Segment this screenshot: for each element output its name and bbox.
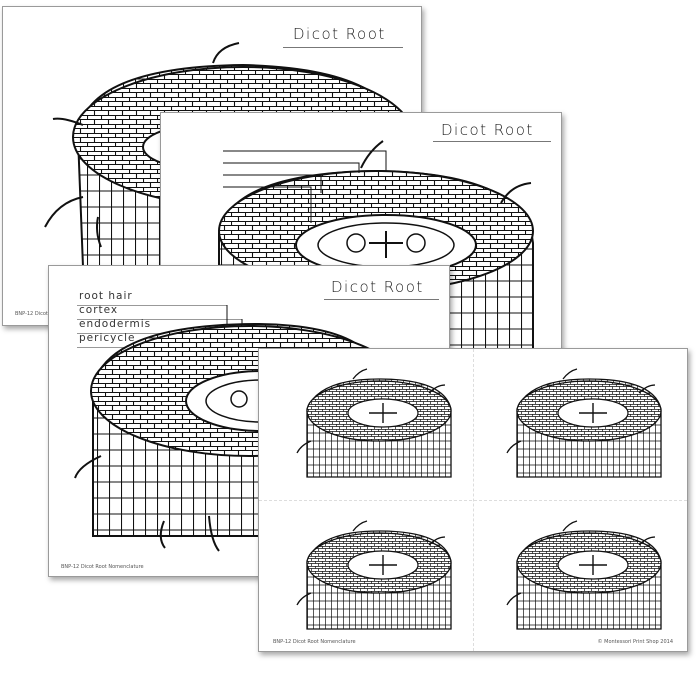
label-underline — [77, 319, 242, 320]
card-bottom-left — [296, 520, 452, 630]
sheet-title: Dicot Root — [331, 278, 424, 296]
sheet-footer: BNP-12 Dicot Root — [15, 311, 61, 317]
dicot-root-cards — [296, 368, 662, 630]
sheet-title: Dicot Root — [441, 121, 534, 139]
card-top-right — [506, 368, 662, 478]
label-endodermis: endodermis — [79, 318, 152, 330]
sheet-footer-right: © Montessori Print Shop 2014 — [597, 639, 673, 645]
label-cortex: cortex — [79, 304, 119, 316]
label-root-hair: root hair — [79, 290, 133, 302]
label-underline — [77, 305, 227, 306]
sheet-footer: BNP-12 Dicot Root Nomenclature — [61, 564, 144, 570]
card-top-left — [296, 368, 452, 478]
sheet-footer-left: BNP-12 Dicot Root Nomenclature — [273, 639, 356, 645]
sheet-picture-cards: BNP-12 Dicot Root Nomenclature © Montess… — [258, 348, 688, 652]
label-pericycle: pericycle — [79, 332, 136, 344]
card-bottom-right — [506, 520, 662, 630]
title-underline — [324, 299, 439, 300]
title-underline — [283, 47, 403, 48]
title-underline — [433, 141, 551, 142]
card-divider-horizontal — [259, 500, 687, 501]
sheet-title: Dicot Root — [293, 25, 386, 43]
